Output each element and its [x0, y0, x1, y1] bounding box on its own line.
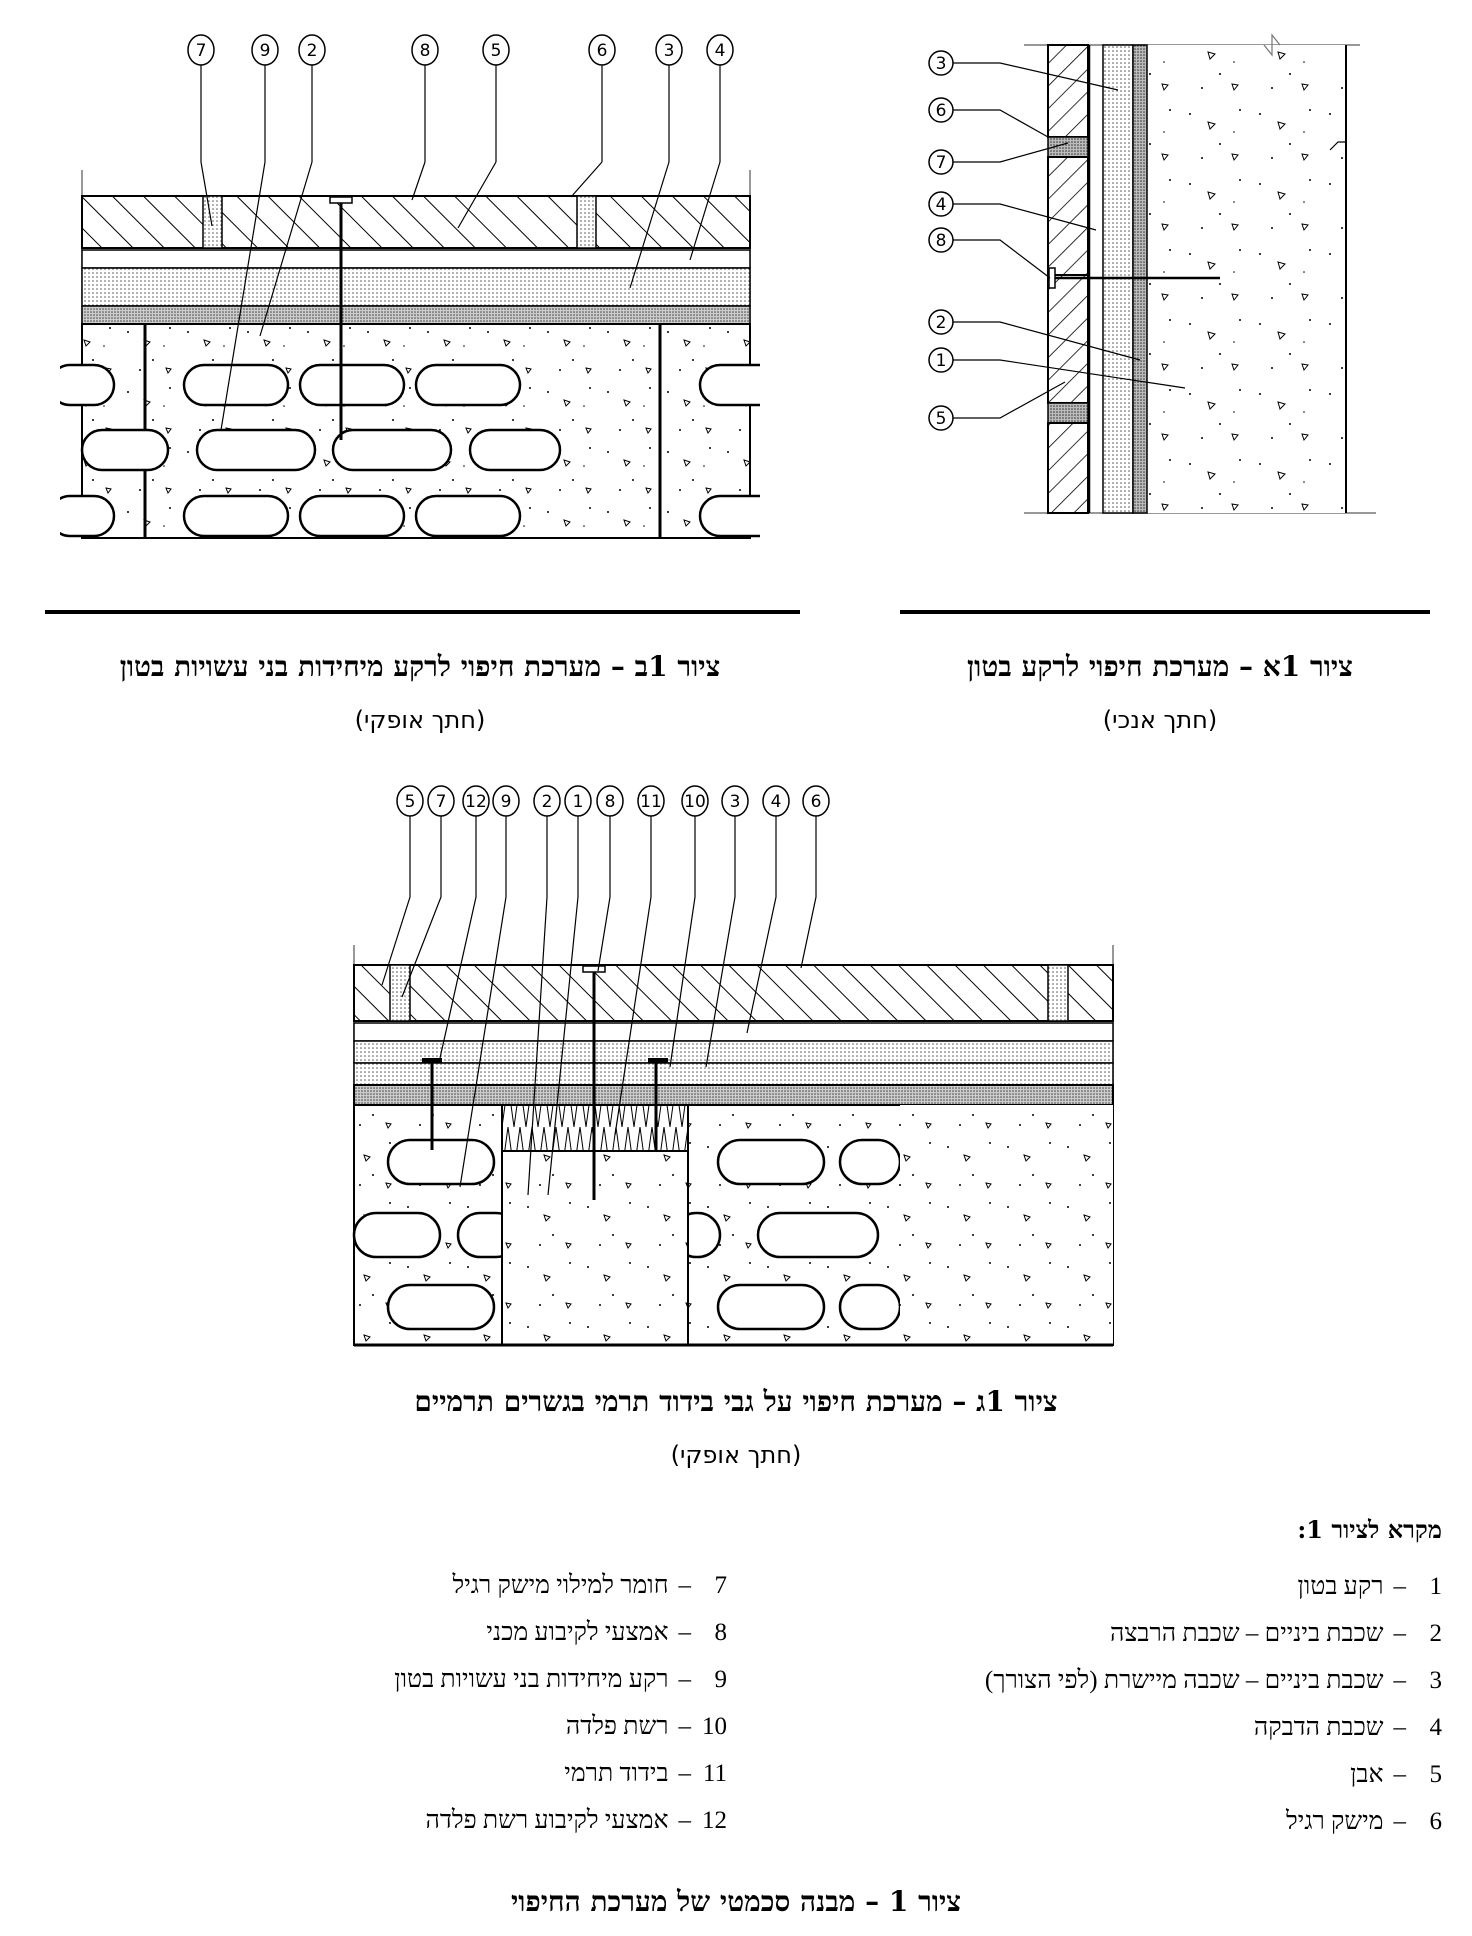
legend-item-7: 7–חומר למילוי מישק רגיל: [452, 1572, 728, 1599]
figure-1c-drawing: 5 7 12 9 2 1 8 11 10 3 4 6: [340, 775, 1120, 1350]
callout-3: 3: [730, 792, 741, 812]
callout-8: 8: [936, 231, 947, 251]
callout-1: 1: [936, 351, 947, 371]
legend-item-4: 4–שכבת הדבקה: [1253, 1714, 1442, 1741]
figure-1b-subtitle: (חתך אופקי): [354, 706, 486, 734]
legend-item-3: 3–שכבת ביניים – שכבה מיישרת (לפי הצורך): [984, 1667, 1442, 1694]
main-figure-caption: ציור 1 – מבנה סכמטי של מערכת החיפוי: [510, 1885, 962, 1918]
legend-item-6: 6–מישק רגיל: [1286, 1808, 1442, 1835]
figure-1a-subtitle: (חתך אנכי): [1102, 706, 1218, 734]
callout-8: 8: [605, 792, 616, 812]
legend-item-11: 11–בידוד תרמי: [564, 1760, 727, 1787]
legend-item-2: 2–שכבת ביניים – שכבת הרבצה: [1109, 1620, 1442, 1647]
figure-1a-drawing: 3 6 7 4 8 2 1 5: [900, 30, 1460, 590]
callout-3: 3: [664, 41, 675, 61]
figure-1c-caption: ציור 1ג – מערכת חיפוי על גבי בידוד תרמי …: [0, 1385, 1472, 1469]
callout-7: 7: [196, 41, 207, 61]
legend-item-9: 9–רקע מיחידות בני עשויות בטון: [394, 1666, 727, 1693]
legend-item-12: 12–אמצעי לקיבוע רשת פלדה: [425, 1807, 727, 1834]
figure-1b-rule: [45, 610, 800, 614]
callout-7: 7: [436, 792, 447, 812]
figure-1a-caption: ציור 1א – מערכת חיפוי לרקע בטון (חתך אנכ…: [880, 650, 1440, 734]
callout-2: 2: [936, 313, 947, 333]
figure-1b-title: ציור 1ב – מערכת חיפוי לרקע מיחידות בני ע…: [119, 650, 721, 683]
legend-right-column: מקרא לציור 1: 1–רקע בטון 2–שכבת ביניים –…: [985, 1515, 1442, 1845]
callout-11: 11: [640, 792, 662, 812]
figure-1c-title: ציור 1ג – מערכת חיפוי על גבי בידוד תרמי …: [414, 1385, 1058, 1418]
callout-5: 5: [405, 792, 416, 812]
legend-item-10: 10–רשת פלדה: [565, 1713, 727, 1740]
callout-10: 10: [684, 792, 706, 812]
callout-9: 9: [260, 41, 271, 61]
callout-2: 2: [307, 41, 318, 61]
callout-6: 6: [811, 792, 822, 812]
legend-left-column: 7–חומר למילוי מישק רגיל 8–אמצעי לקיבוע מ…: [394, 1562, 727, 1844]
callout-7: 7: [936, 153, 947, 173]
callout-2: 2: [542, 792, 553, 812]
figure-1b-drawing: 7 9 2 8 5 6 3 4: [60, 20, 760, 580]
legend-item-1: 1–רקע בטון: [1297, 1573, 1442, 1600]
figure-1b-caption: ציור 1ב – מערכת חיפוי לרקע מיחידות בני ע…: [0, 650, 840, 734]
callout-5: 5: [936, 409, 947, 429]
callout-4: 4: [771, 792, 782, 812]
figure-1a-title: ציור 1א – מערכת חיפוי לרקע בטון: [967, 650, 1353, 683]
legend-item-8: 8–אמצעי לקיבוע מכני: [486, 1619, 727, 1646]
callout-4: 4: [715, 41, 726, 61]
callout-9: 9: [501, 792, 512, 812]
callout-3: 3: [936, 54, 947, 74]
legend-title: מקרא לציור 1:: [1297, 1515, 1442, 1544]
callout-6: 6: [597, 41, 608, 61]
callout-4: 4: [936, 195, 947, 215]
callout-8: 8: [420, 41, 431, 61]
callout-12: 12: [465, 792, 487, 812]
callout-1: 1: [573, 792, 584, 812]
callout-5: 5: [491, 41, 502, 61]
callout-6: 6: [936, 101, 947, 121]
figure-1a-rule: [900, 610, 1430, 614]
figure-1c-subtitle: (חתך אופקי): [670, 1441, 802, 1469]
legend-item-5: 5–אבן: [1350, 1761, 1442, 1788]
